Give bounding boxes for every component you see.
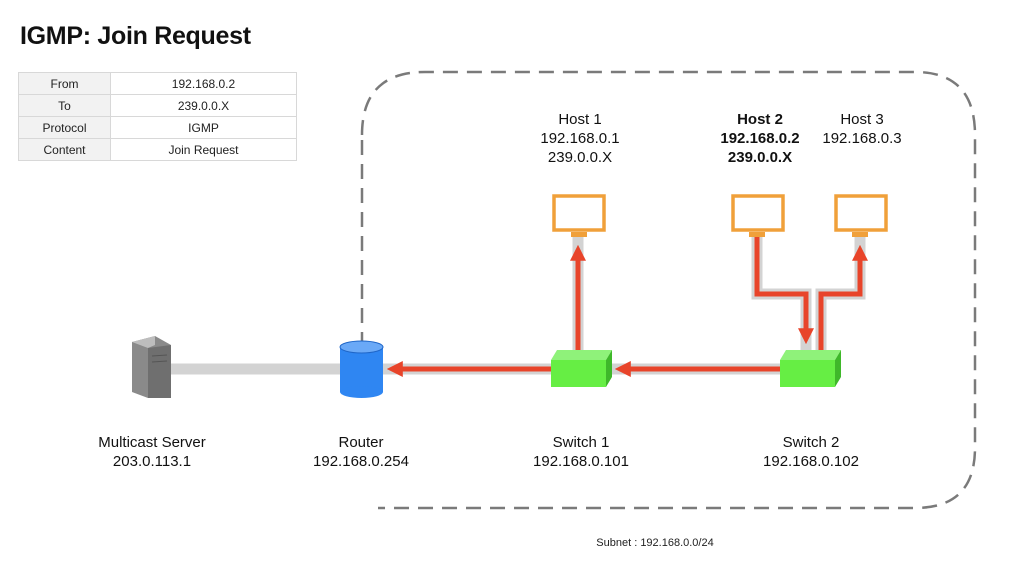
host-2-group: 239.0.0.X <box>727 149 793 166</box>
router-ip: 192.168.0.254 <box>313 453 409 470</box>
switch-2-icon <box>780 350 841 387</box>
host-1-monitor-icon <box>552 194 606 237</box>
packet-key-content: Content <box>18 138 111 161</box>
host-1-group: 239.0.0.X <box>547 149 613 166</box>
host-2-ip: 192.168.0.2 <box>720 130 800 147</box>
packet-info-table: From 192.168.0.2 To 239.0.0.X Protocol I… <box>18 72 297 161</box>
host-1-name: Host 1 <box>558 111 602 128</box>
subnet-label: Subnet : 192.168.0.0/24 <box>596 537 714 549</box>
host-1-label: Host 1 192.168.0.1 239.0.0.X <box>500 110 660 167</box>
switch-1-icon <box>551 350 612 387</box>
packet-key-protocol: Protocol <box>18 116 111 139</box>
router-name: Router <box>338 434 384 451</box>
host-3-monitor-icon <box>834 194 888 237</box>
host-2-name: Host 2 <box>737 111 783 128</box>
host-2-monitor-icon <box>731 194 785 237</box>
router-icon <box>339 340 384 398</box>
multicast-server-label: Multicast Server 203.0.113.1 <box>72 433 232 471</box>
table-row: Content Join Request <box>18 138 297 161</box>
switch-2-ip: 192.168.0.102 <box>763 453 859 470</box>
multicast-server-ip: 203.0.113.1 <box>112 453 192 470</box>
table-row: From 192.168.0.2 <box>18 72 297 95</box>
packet-value-protocol: IGMP <box>110 116 297 139</box>
multicast-server-name: Multicast Server <box>98 434 206 451</box>
host-3-ip: 192.168.0.3 <box>822 130 902 147</box>
flow-switch2-to-host3 <box>818 244 869 352</box>
flow-host2-to-switch2 <box>754 235 815 345</box>
subnet-boundary <box>360 70 977 510</box>
router-label: Router 192.168.0.254 <box>281 433 441 471</box>
switch-1-name: Switch 1 <box>552 434 610 451</box>
page-title: IGMP: Join Request <box>20 22 251 50</box>
packet-value-from: 192.168.0.2 <box>110 72 297 95</box>
switch-1-ip: 192.168.0.101 <box>533 453 629 470</box>
switch-2-label: Switch 2 192.168.0.102 <box>731 433 891 471</box>
switch-1-label: Switch 1 192.168.0.101 <box>501 433 661 471</box>
host-2-label: Host 2 192.168.0.2 239.0.0.X <box>680 110 840 167</box>
table-row: Protocol IGMP <box>18 116 297 139</box>
host-1-ip: 192.168.0.1 <box>540 130 620 147</box>
host-3-name: Host 3 <box>840 111 884 128</box>
packet-value-content: Join Request <box>110 138 297 161</box>
host-3-label: Host 3 192.168.0.3 <box>782 110 942 148</box>
server-icon <box>132 336 171 398</box>
switch-2-name: Switch 2 <box>782 434 840 451</box>
